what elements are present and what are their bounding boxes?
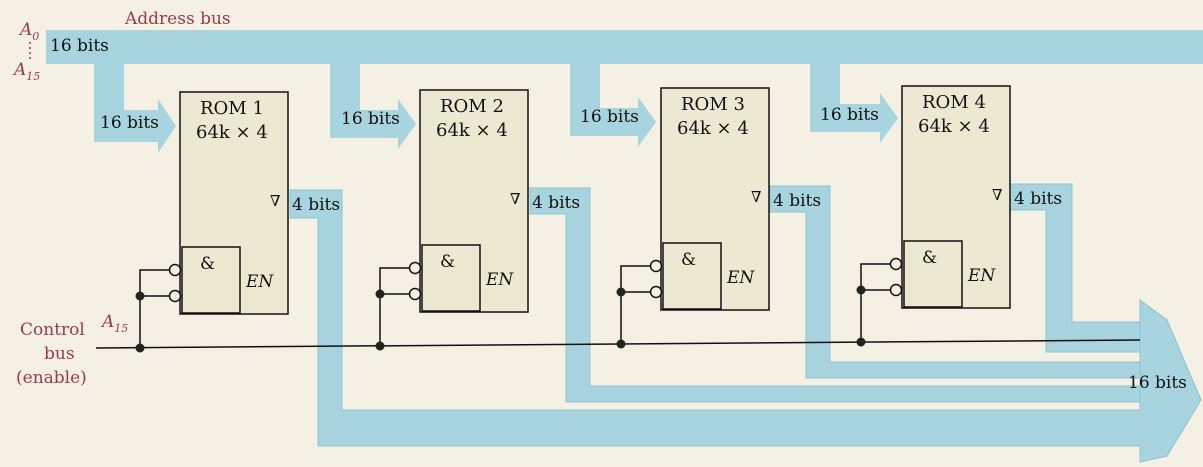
rom2-output-channel (529, 187, 1141, 403)
rom3-name: ROM 3 (681, 94, 745, 115)
address-bus-branch-rom3 (570, 62, 600, 112)
rom4-enable-label: EN (968, 266, 996, 286)
rom3-tristate-icon: ∇ (751, 188, 762, 206)
control-bus-label-line2: bus (44, 344, 75, 364)
rom2-and-gate (421, 244, 481, 312)
rom2-name: ROM 2 (440, 96, 504, 117)
rom4-and-gate (903, 240, 963, 308)
rom3-output-channel (769, 185, 1141, 379)
rom2-output-bits: 4 bits (532, 193, 581, 213)
rom2-gate-symbol: & (440, 252, 456, 272)
rom3-and-gate (662, 242, 722, 310)
address-bus-branch-rom1 (94, 62, 124, 112)
rom4-input-bits: 16 bits (820, 105, 879, 125)
rom2-size: 64k × 4 (436, 120, 508, 141)
rom3-input-bits: 16 bits (580, 107, 639, 127)
rom4-tristate-icon: ∇ (992, 186, 1003, 204)
rom1-input-bits: 16 bits (100, 113, 159, 133)
rom1-and-gate (181, 246, 241, 314)
inverter-bubbles (168, 257, 903, 303)
rom3-gate-symbol: & (681, 250, 697, 270)
rom2-input-bits: 16 bits (341, 109, 400, 129)
rom1-tristate-icon: ∇ (270, 192, 281, 210)
address-bus-label: Address bus (125, 9, 231, 29)
rom3-output-bits: 4 bits (773, 191, 822, 211)
address-arrow-rom2 (330, 99, 416, 149)
rom3-size: 64k × 4 (677, 118, 749, 139)
address-bus (46, 30, 1203, 153)
address-a15-label: A15 (14, 60, 41, 83)
address-arrow-rom4 (810, 93, 898, 143)
address-bus-branch-rom4 (810, 62, 840, 108)
rom1-enable-label: EN (246, 272, 274, 292)
rom4-output-channel (1009, 183, 1141, 353)
address-arrow-rom3 (570, 97, 656, 147)
rom1-name: ROM 1 (200, 98, 264, 119)
junction-dots (135, 285, 866, 353)
address-arrow-rom1 (94, 99, 176, 153)
rom4-size: 64k × 4 (918, 116, 990, 137)
address-bus-branch-rom2 (330, 62, 360, 112)
rom1-size: 64k × 4 (196, 122, 268, 143)
rom2-enable-label: EN (486, 270, 514, 290)
control-bus-label-line3: (enable) (16, 368, 87, 388)
data-output-bits: 16 bits (1128, 373, 1187, 393)
rom1-gate-symbol: & (200, 254, 216, 274)
control-bus-label-line1: Control (20, 320, 85, 340)
rom4-gate-symbol: & (922, 248, 938, 268)
address-bus-main (46, 30, 1203, 64)
rom1-output-bits: 4 bits (292, 195, 341, 215)
data-output-bus (289, 183, 1202, 463)
address-bus-bits: 16 bits (50, 36, 109, 56)
address-a0-label: A0 (20, 20, 40, 43)
data-output-arrow (289, 189, 1202, 463)
rom2-tristate-icon: ∇ (510, 190, 521, 208)
rom4-name: ROM 4 (922, 92, 986, 113)
rom4-output-bits: 4 bits (1014, 189, 1063, 209)
control-a15-label: A15 (102, 312, 129, 335)
rom3-enable-label: EN (727, 268, 755, 288)
